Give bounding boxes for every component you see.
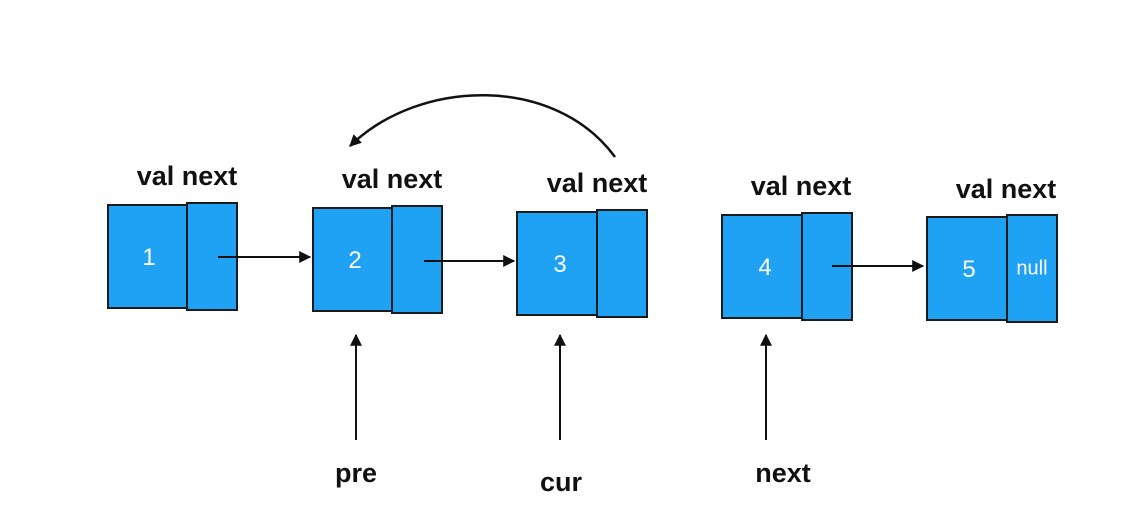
node-2-value: 2: [348, 247, 362, 274]
node-5-val-cell: [926, 216, 1008, 321]
node-1-val-cell: [107, 204, 188, 309]
node-4-header: val next: [750, 171, 852, 201]
node-3-next-cell: [596, 209, 648, 318]
node-4-value: 4: [758, 254, 772, 281]
node-5-null-text: null: [1016, 257, 1048, 280]
node-3-value: 3: [553, 251, 567, 278]
node-1-header: val next: [136, 161, 238, 191]
node-2-header: val next: [341, 164, 443, 194]
reverse-arrow-3-to-2: [349, 93, 617, 158]
pointer-label-cur: cur: [539, 467, 583, 497]
node-5-next-cell: [1006, 214, 1058, 323]
node-5-value: 5: [962, 256, 976, 283]
node-3-val-cell: [516, 211, 598, 316]
pointer-label-next: next: [755, 458, 811, 488]
pointer-label-pre: pre: [334, 458, 378, 488]
node-3-header: val next: [546, 168, 648, 198]
node-5-header: val next: [955, 174, 1057, 204]
node-1-value: 1: [142, 244, 156, 271]
node-2-next-cell: [391, 205, 443, 314]
